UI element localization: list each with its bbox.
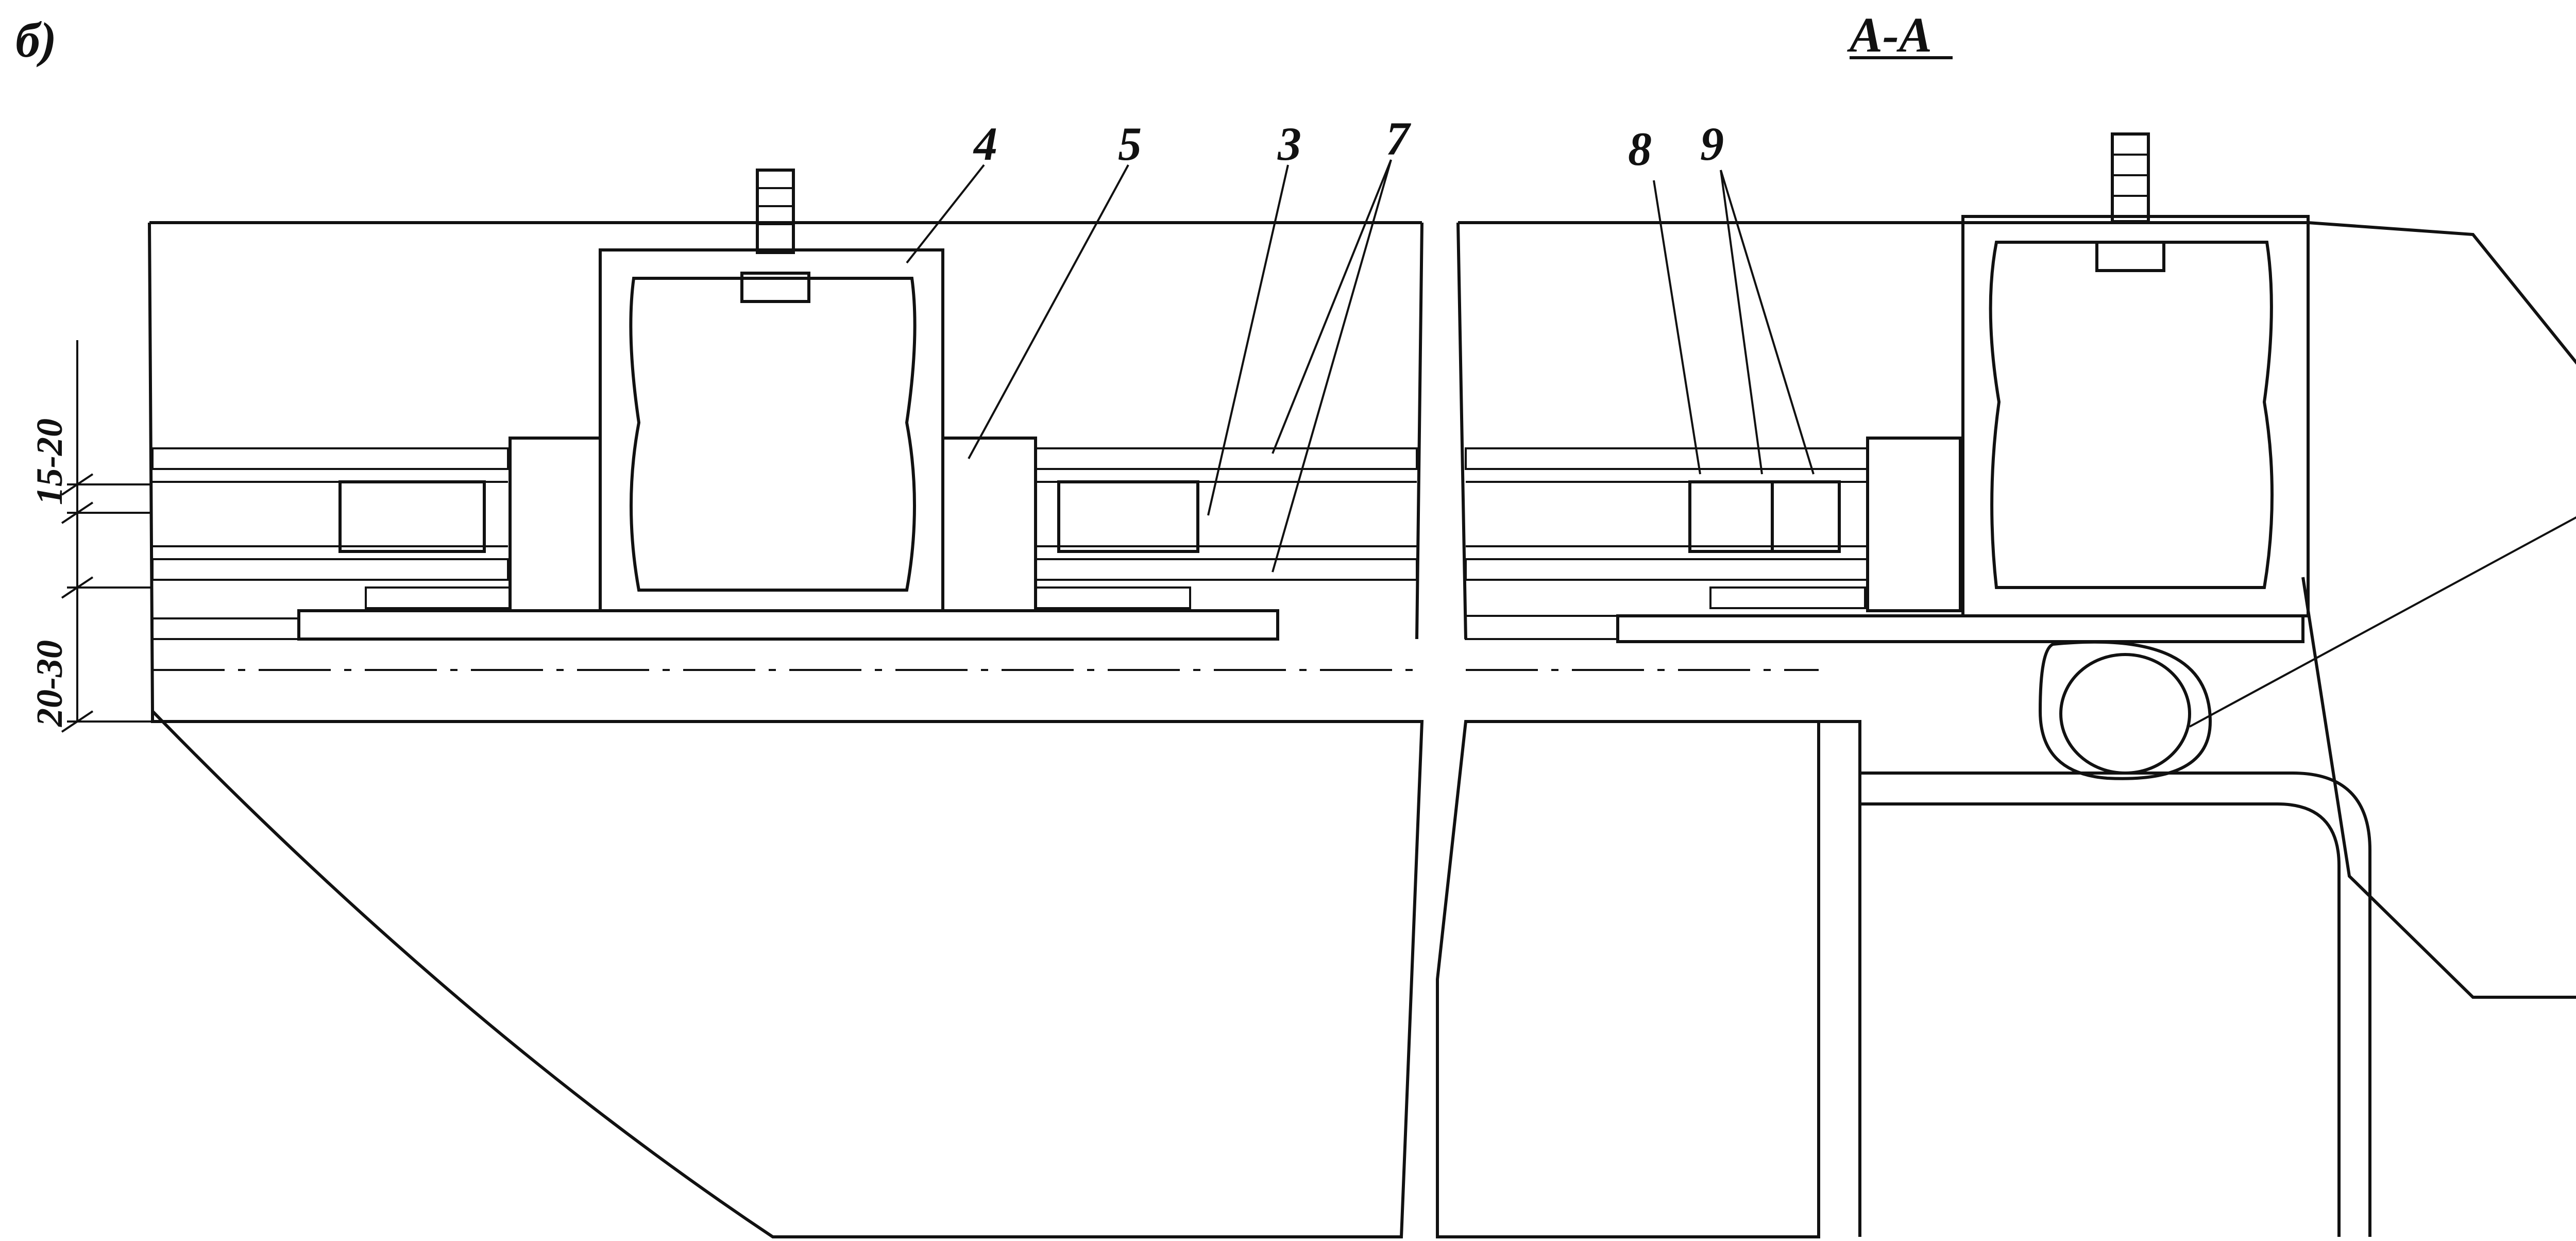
base-plate-left xyxy=(297,609,1279,641)
bolt-left xyxy=(740,169,810,303)
section-label: А-А xyxy=(1847,7,1932,62)
gasket-left xyxy=(509,437,602,612)
spacer-block-right xyxy=(1057,480,1199,553)
bolt-right xyxy=(2095,132,2165,272)
callout-5: 5 xyxy=(1118,118,1142,170)
dimension-lines xyxy=(61,340,152,733)
view-label: б) xyxy=(15,12,57,68)
left-view xyxy=(148,169,1424,1238)
leader-lines xyxy=(906,159,2576,728)
spacer-block-left xyxy=(338,480,486,553)
gasket-right xyxy=(941,437,1037,612)
bottom-strip-left xyxy=(365,586,511,609)
round-seal xyxy=(2038,640,2212,780)
glass-pane-bottom-right xyxy=(1035,558,1418,581)
hollow-profile xyxy=(599,248,944,612)
bottom-strip-r xyxy=(1709,586,1866,609)
glass-pane-top-left xyxy=(151,447,509,470)
glass-pane-bottom-left xyxy=(151,558,509,581)
glass-pane-bottom-r xyxy=(1465,558,1869,581)
callout-4: 4 xyxy=(973,118,997,170)
gasket-r xyxy=(1866,437,1962,612)
hollow-profile-r xyxy=(1961,215,2310,617)
dimension-15-20: 15-20 xyxy=(29,418,70,505)
callout-8: 8 xyxy=(1628,123,1652,175)
glass-pane-top-right xyxy=(1035,447,1418,470)
right-view xyxy=(1436,132,2576,1238)
dimension-20-30: 20-30 xyxy=(29,640,70,727)
body-section-right xyxy=(1436,720,1820,1238)
callout-7: 7 xyxy=(1386,112,1412,165)
callout-3: 3 xyxy=(1277,118,1301,170)
base-plate-right xyxy=(1616,614,2304,643)
callout-9: 9 xyxy=(1700,118,1724,170)
spacer-block-r xyxy=(1688,480,1841,553)
bottom-strip-right xyxy=(1035,586,1191,609)
body-section-left xyxy=(151,707,1424,1238)
